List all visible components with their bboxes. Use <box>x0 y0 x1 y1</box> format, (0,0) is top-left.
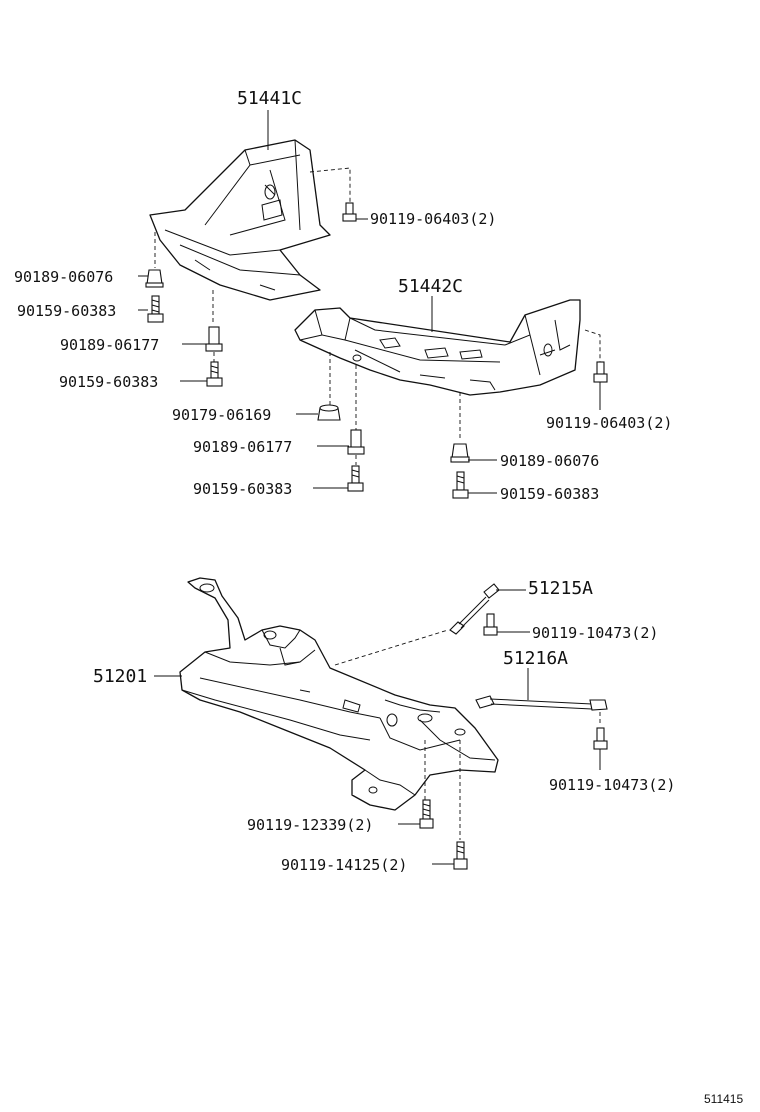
label-51201: 51201 <box>93 666 147 687</box>
label-51215a: 51215A <box>528 578 593 599</box>
label-b10: 90189-06076 <box>500 452 599 470</box>
nut-90179-06169 <box>317 404 341 421</box>
label-51442c: 51442C <box>398 276 463 297</box>
label-b5: 90159-60383 <box>59 373 158 391</box>
crossmember-51201 <box>179 577 499 811</box>
link-51215a <box>449 583 500 635</box>
label-b11: 90159-60383 <box>500 485 599 503</box>
screw-90159-60383-left-2 <box>206 361 223 387</box>
bolt-90119-06403-upper <box>342 202 357 222</box>
label-b2: 90189-06076 <box>14 268 113 286</box>
bolt-90119-10473-lower <box>593 727 608 750</box>
bolt-90119-06403-right <box>593 361 608 383</box>
screw-90159-60383-left-1 <box>147 295 164 323</box>
nut-90189-06177-left <box>205 326 223 352</box>
label-b13: 90119-10473(2) <box>549 776 675 794</box>
undercover-51442c <box>294 299 581 396</box>
label-b8: 90159-60383 <box>193 480 292 498</box>
dash-10 <box>334 629 449 666</box>
label-b4: 90189-06177 <box>60 336 159 354</box>
label-b7: 90189-06177 <box>193 438 292 456</box>
clip-90189-06076-right <box>450 443 470 463</box>
figure-code: 511415 <box>704 1092 743 1106</box>
label-b3: 90159-60383 <box>17 302 116 320</box>
bar-51216a <box>475 695 608 711</box>
clip-90189-06076-left <box>145 269 164 288</box>
nut-90189-06177-right <box>347 429 365 455</box>
dash-1 <box>309 167 351 205</box>
label-b14: 90119-12339(2) <box>247 816 373 834</box>
label-51441c: 51441C <box>237 88 302 109</box>
label-51216a: 51216A <box>503 648 568 669</box>
screw-90159-60383-center <box>347 465 364 492</box>
label-b6: 90179-06169 <box>172 406 271 424</box>
bolt-90119-14125 <box>453 841 468 870</box>
bolt-90119-12339 <box>419 799 434 829</box>
label-b1: 90119-06403(2) <box>370 210 496 228</box>
label-b9: 90119-06403(2) <box>546 414 672 432</box>
label-b12: 90119-10473(2) <box>532 624 658 642</box>
screw-90159-60383-right <box>452 471 469 499</box>
dash-5 <box>584 329 601 362</box>
undercover-51441c <box>149 139 331 301</box>
bolt-90119-10473-upper <box>483 613 498 636</box>
label-b15: 90119-14125(2) <box>281 856 407 874</box>
